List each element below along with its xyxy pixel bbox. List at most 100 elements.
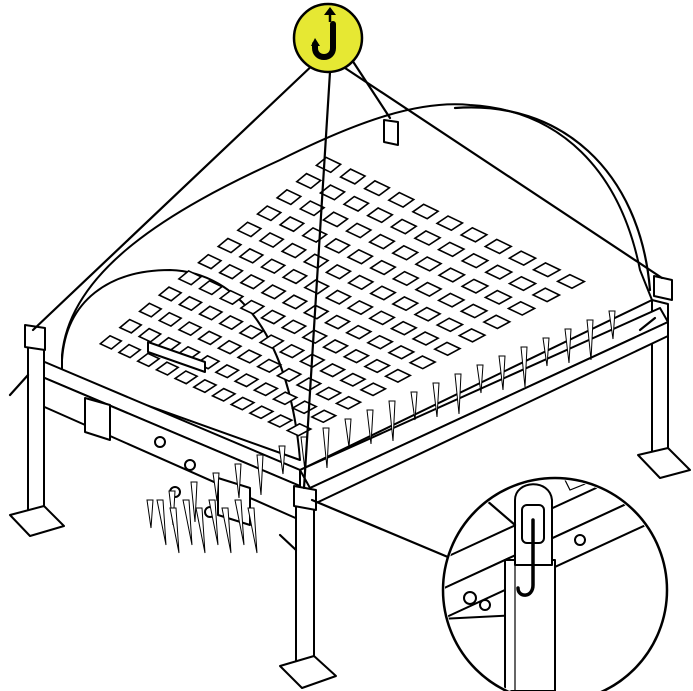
perforation-hole (137, 327, 163, 343)
front-frame (39, 307, 669, 526)
perforation-hole (457, 327, 487, 343)
perforation-hole (459, 226, 489, 243)
perforation-hole (236, 221, 263, 238)
roller-spike (410, 391, 418, 421)
perforation-hole (214, 363, 241, 379)
roller-spike (476, 364, 484, 394)
perforation-hole (177, 295, 204, 312)
perforation-hole (138, 302, 163, 318)
perforation-hole (391, 295, 420, 312)
perforation-hole (342, 195, 370, 212)
roller-spike (169, 507, 180, 554)
perforation-hole (281, 294, 309, 310)
perforation-hole (459, 303, 489, 319)
perforation-hole (507, 275, 538, 292)
perforation-hole (414, 281, 443, 297)
perforation-hole (248, 405, 275, 420)
perforation-hole (301, 329, 329, 345)
perforation-hole (346, 248, 374, 265)
roller-spike (366, 409, 374, 445)
lifting-eye-hook-icon (445, 480, 665, 691)
perforation-hole (339, 372, 367, 387)
perforation-hole (295, 172, 323, 190)
perforation-hole (366, 334, 394, 350)
perforation-hole (236, 349, 263, 364)
roller-spike (156, 499, 167, 546)
perforation-hole (218, 289, 245, 306)
perforation-hole (387, 344, 416, 360)
perforation-hole (483, 289, 513, 305)
perforation-hole (368, 310, 396, 326)
perforation-hole (315, 386, 343, 401)
perforation-hole (256, 358, 283, 373)
perforation-hole (531, 287, 562, 303)
perforation-hole (197, 330, 223, 346)
perforation-hole (310, 409, 338, 424)
perforation-hole (198, 305, 224, 321)
perforation-hole (280, 242, 308, 259)
perforation-hole (363, 179, 391, 197)
perforation-hole (391, 244, 420, 261)
roller-spike (608, 310, 616, 340)
perforation-hole (359, 382, 388, 397)
roller-spike (190, 481, 198, 523)
perforation-hole (323, 314, 352, 330)
perforation-hole (531, 261, 562, 278)
perforation-hole (482, 314, 512, 330)
perforation-hole (252, 382, 280, 397)
perforation-hole (177, 321, 203, 337)
perforation-hole (260, 309, 287, 325)
perforation-hole (266, 414, 294, 428)
perforation-hole (318, 184, 347, 201)
perforation-hole (314, 156, 343, 174)
roller-spike (454, 373, 462, 415)
perforation-hole (271, 391, 299, 406)
perforation-hole (411, 331, 440, 346)
perforation-hole (216, 237, 243, 254)
perforation-hole (210, 387, 237, 402)
perforation-hole (414, 256, 443, 272)
perforation-hole (260, 284, 287, 300)
perforation-hole (238, 324, 265, 340)
roller-spike (256, 454, 264, 496)
perforation-hole (319, 363, 347, 378)
perforation-hole (275, 367, 303, 383)
perforation-hole (98, 334, 123, 350)
perforation-hole (389, 320, 418, 336)
roller-spike (234, 499, 245, 546)
perforation-hole (302, 304, 330, 320)
perforation-hole (435, 215, 465, 232)
perforation-hole (334, 395, 363, 410)
perforation-hole (435, 317, 465, 333)
perforation-hole (239, 274, 266, 290)
detail-callout (310, 476, 669, 691)
perforation-hole (369, 259, 397, 276)
roller-spike (388, 400, 396, 442)
perforation-hole (344, 222, 373, 239)
perforation-hole (157, 286, 183, 302)
perforation-hole (197, 253, 223, 270)
perforation-hole (154, 361, 180, 376)
perforation-hole (389, 218, 418, 235)
roller-spike (221, 507, 232, 554)
perforation-hole (278, 343, 306, 359)
perforation-hole (118, 318, 143, 334)
perforation-hole (278, 216, 306, 233)
perforation-hole (321, 339, 350, 354)
perforation-hole (436, 241, 466, 258)
perforation-hole (413, 306, 442, 322)
perforation-hole (339, 168, 367, 185)
perforation-hole (483, 238, 513, 255)
roller-spike (212, 472, 220, 502)
perforation-hole (363, 358, 392, 374)
perforation-hole (136, 352, 161, 368)
perforated-roller-cover (61, 103, 653, 471)
perforation-hole (324, 263, 353, 280)
perforation-hole (321, 211, 350, 228)
perforation-hole (229, 396, 256, 411)
roller-spike (247, 507, 258, 554)
lifting-slings (31, 58, 664, 490)
perforation-hole (460, 278, 490, 294)
roller-spike (182, 499, 193, 546)
